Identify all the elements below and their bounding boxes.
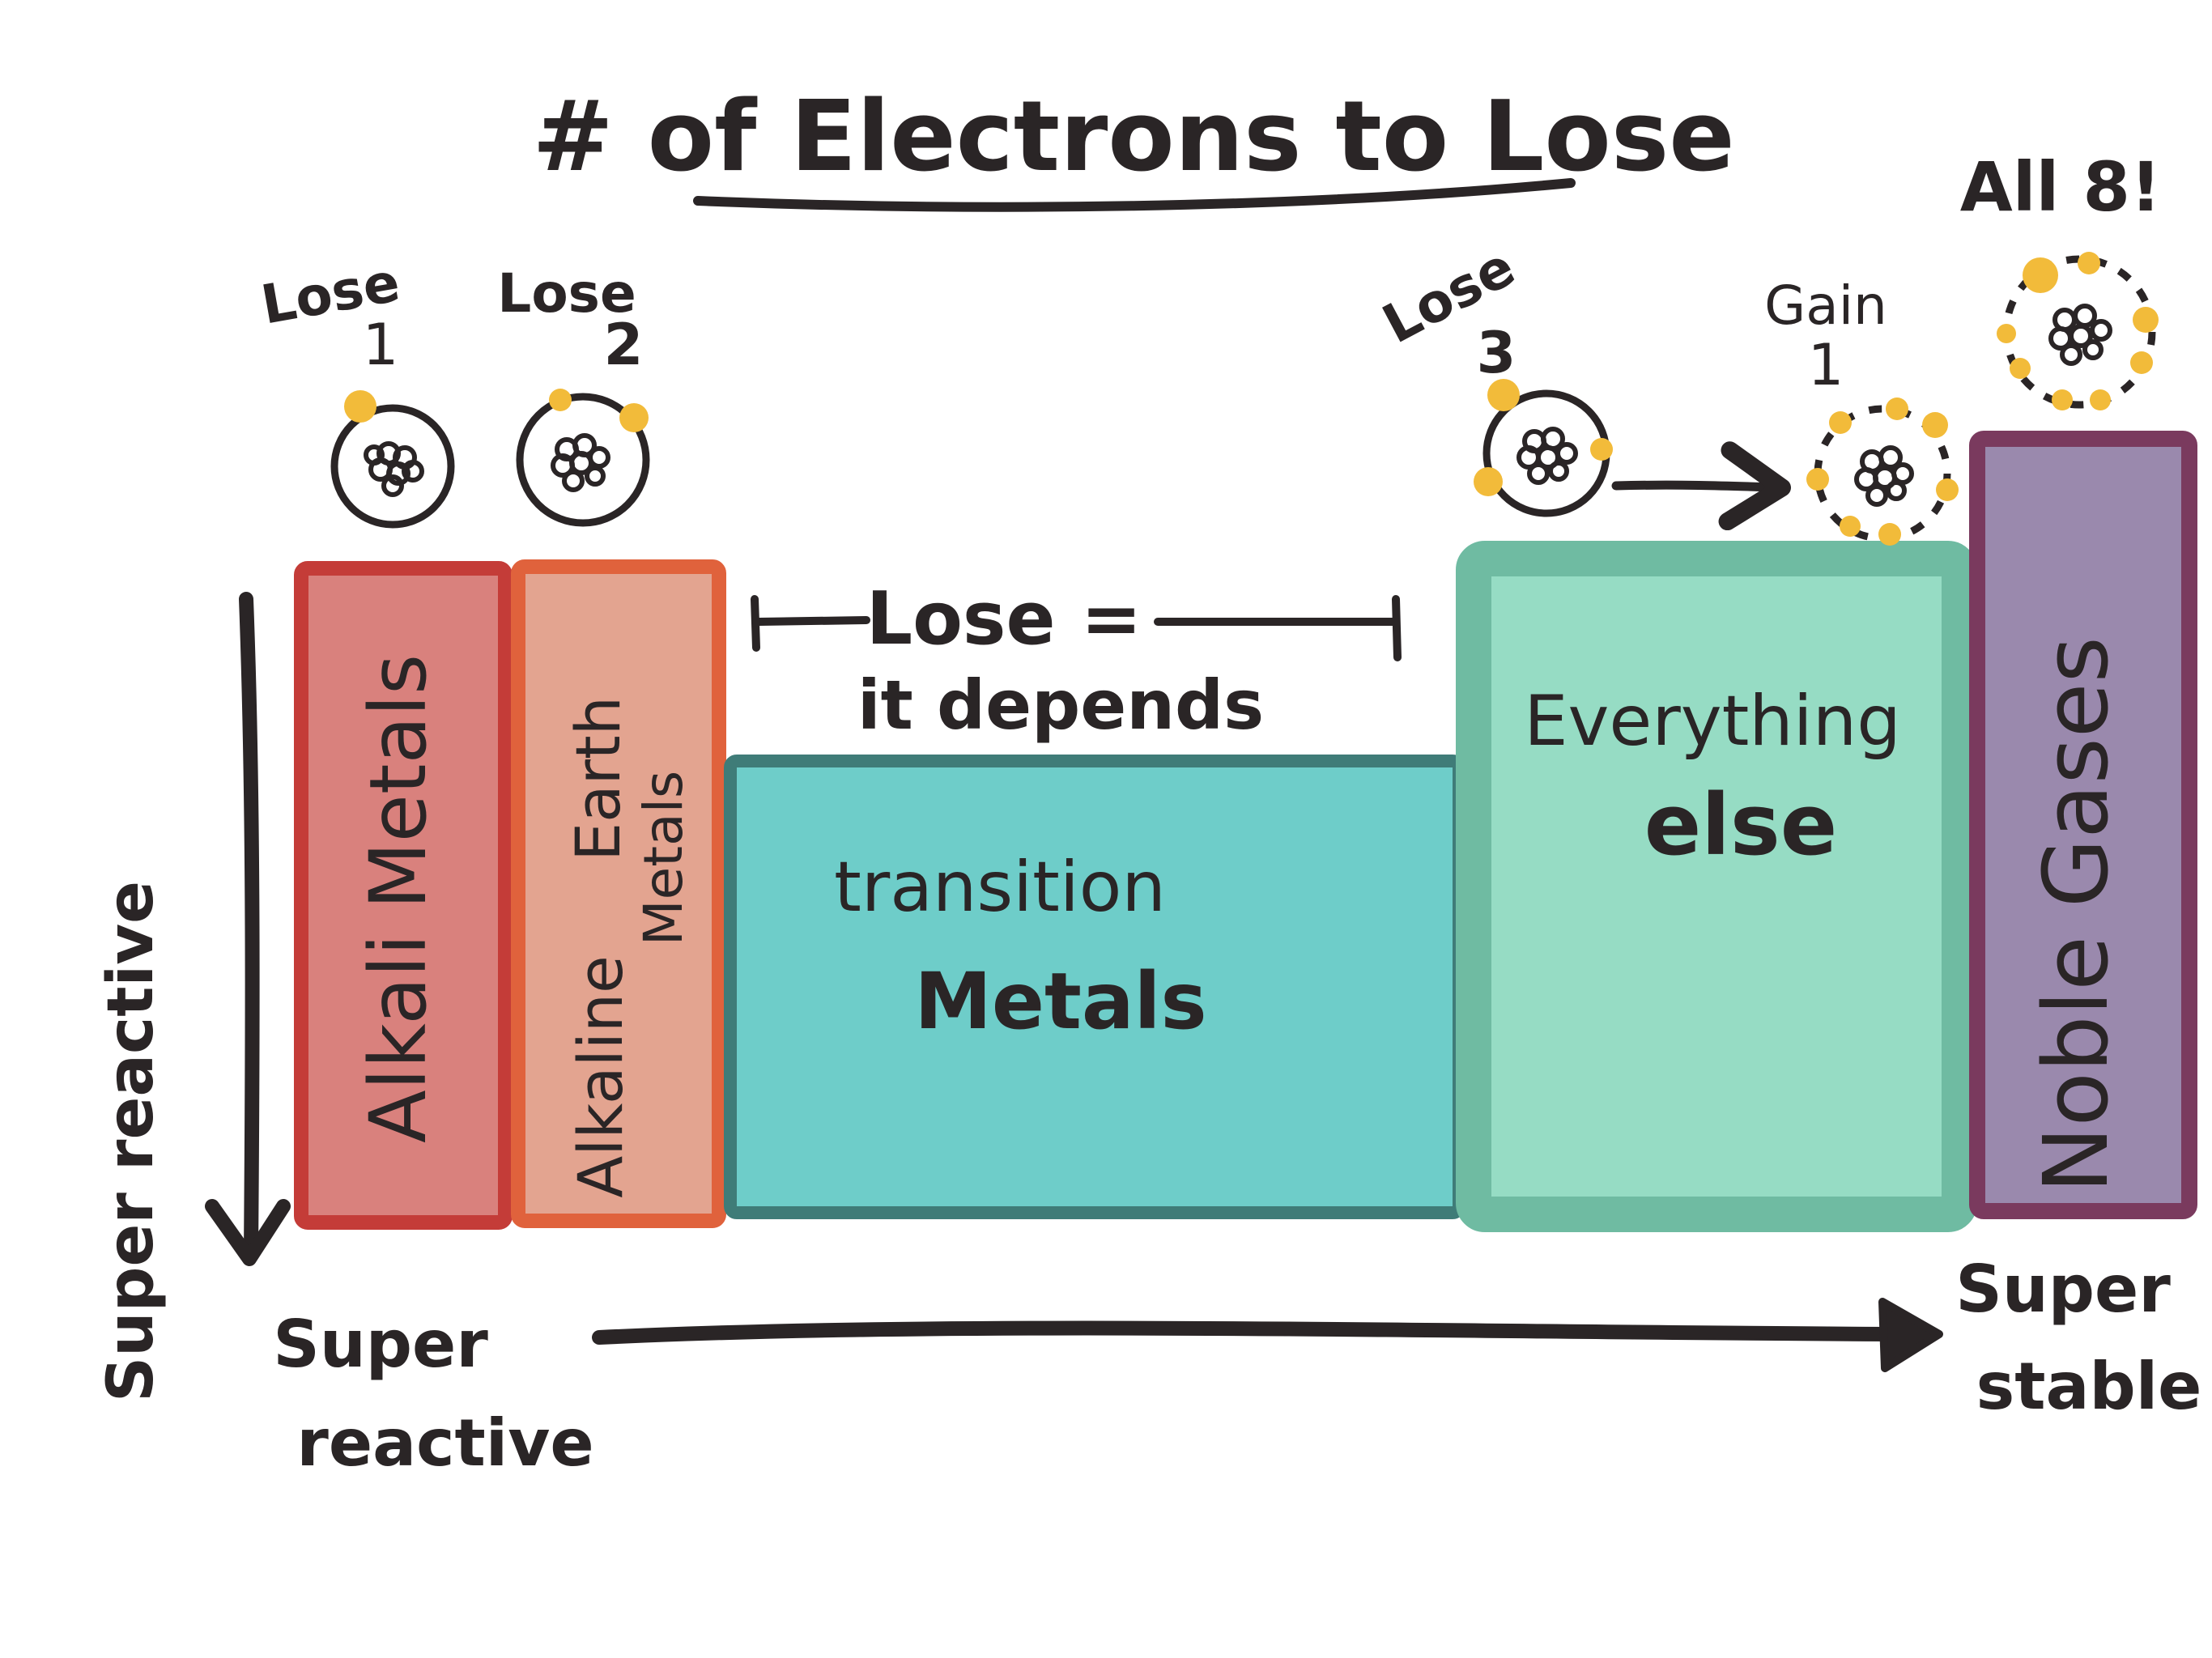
transition-label: transition: [834, 847, 1166, 928]
else-label: else: [1644, 776, 1838, 874]
atom-alkaline-earth-shell: [516, 393, 650, 527]
lose-3-number: 3: [1477, 320, 1516, 386]
left-super-label: Super: [273, 1307, 488, 1382]
noble-gases-label: Noble Gases: [2024, 636, 2128, 1193]
diagram-title: # of Electrons to Lose: [532, 81, 1734, 193]
vertical-arrowhead: [205, 1199, 291, 1266]
depends-bracket-right: [1154, 595, 1402, 661]
horizontal-stability-arrow: [592, 1320, 1910, 1345]
atom-group3-shell: [1482, 389, 1610, 517]
lose-1-number: 1: [363, 312, 399, 378]
atom-alkali-shell: [330, 404, 455, 529]
right-stable-label: stable: [1976, 1349, 2202, 1424]
metals-label: Metals: [914, 956, 1206, 1047]
gain-1-number: 1: [1808, 332, 1844, 398]
alkali-metals-label: Alkali Metals: [353, 654, 444, 1143]
electron-transfer-arrow: [1611, 441, 1791, 531]
noble-gases-block: [1969, 431, 2197, 1219]
all-8-label: All 8!: [1960, 147, 2162, 227]
atom-group3-nucleus: [1516, 427, 1578, 485]
electrons-alkaline-earth: [549, 389, 649, 432]
atom-noble-nucleus: [2048, 304, 2112, 366]
it-depends-label: it depends: [857, 665, 1264, 745]
electrons-alkali: [344, 390, 376, 423]
vertical-reactivity-arrow: [239, 592, 260, 1261]
atom-alkaline-earth-nucleus: [551, 433, 610, 492]
electrons-noble: [1997, 252, 2159, 410]
lose-2-label: Lose: [497, 262, 636, 325]
everything-else-block: [1456, 541, 1977, 1232]
alkaline-earth-metals-block: [511, 559, 726, 1228]
atom-halogen-nucleus: [1854, 445, 1914, 507]
gain-1-label: Gain: [1764, 274, 1887, 337]
lose-equals-label: Lose =: [866, 576, 1142, 661]
lose-2-number: 2: [604, 312, 644, 378]
right-super-label: Super: [1955, 1252, 2171, 1327]
earth-metals-label: Metals: [632, 771, 695, 946]
electrons-halogen: [1806, 397, 1959, 546]
horizontal-arrowhead: [1878, 1298, 1943, 1372]
depends-bracket-left: [751, 595, 870, 652]
left-reactive-label: reactive: [296, 1405, 593, 1481]
title-underline: [693, 178, 1576, 212]
alkali-metals-block: [294, 561, 513, 1230]
earth-label: Earth: [562, 696, 634, 861]
atom-halogen-shell: [1814, 405, 1951, 542]
atom-alkali-nucleus: [364, 441, 424, 497]
everything-label: Everything: [1524, 681, 1901, 762]
electrons-group3: [1474, 379, 1613, 496]
alkaline-label: Alkaline: [564, 955, 636, 1198]
vertical-super-reactive-label: Super reactive: [95, 881, 168, 1402]
